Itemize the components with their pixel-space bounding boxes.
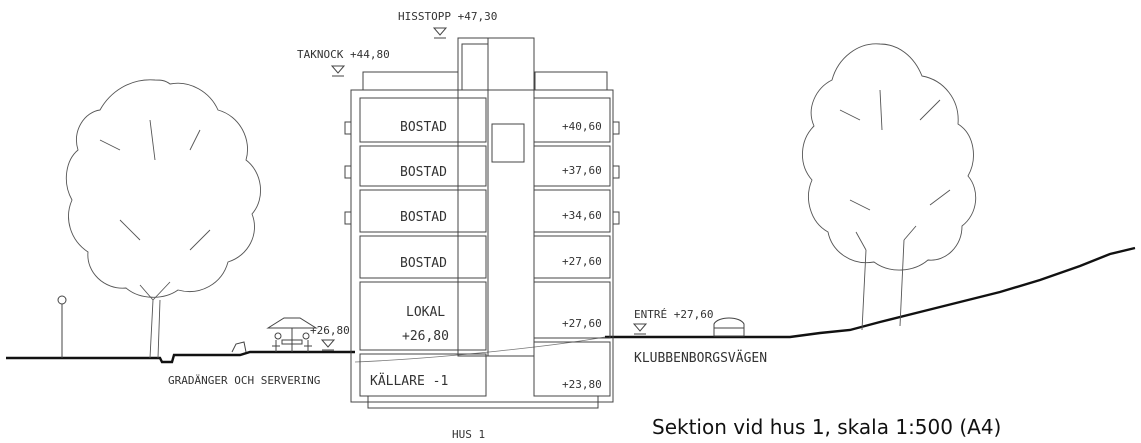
right-level-1: +40,60	[562, 120, 602, 133]
car-icon	[713, 317, 745, 337]
tree-right-icon	[802, 43, 977, 331]
terrain-profile	[354, 336, 606, 363]
level-marker-taknock-icon	[330, 65, 346, 77]
umbrella-seating-icon	[266, 317, 318, 352]
lamp-post-icon	[57, 295, 67, 358]
right-level-4: +27,60	[562, 255, 602, 268]
level-marker-hisstopp-icon	[432, 27, 448, 39]
label-gradanger: GRADÄNGER OCH SERVERING	[168, 374, 320, 387]
room-label-lokal-level: +26,80	[402, 329, 449, 344]
room-label-bostad-1: BOSTAD	[400, 120, 447, 135]
right-level-6: +23,80	[562, 378, 602, 391]
building-hus-1	[344, 37, 620, 409]
right-level-2: +37,60	[562, 164, 602, 177]
tree-left-icon	[65, 79, 261, 359]
ground-line	[6, 350, 355, 364]
ground-line-right	[605, 246, 1136, 339]
step-structure	[231, 341, 247, 353]
level-label-hisstopp: HISSTOPP +47,30	[398, 10, 497, 23]
level-label-entre: ENTRÉ +27,60	[634, 308, 713, 321]
right-level-3: +34,60	[562, 209, 602, 222]
room-label-lokal: LOKAL	[406, 305, 445, 320]
room-label-bostad-3: BOSTAD	[400, 210, 447, 225]
label-building: HUS 1	[452, 428, 485, 441]
room-label-bostad-4: BOSTAD	[400, 256, 447, 271]
level-label-plaza: +26,80	[310, 324, 350, 337]
room-label-bostad-2: BOSTAD	[400, 165, 447, 180]
level-label-taknock: TAKNOCK +44,80	[297, 48, 390, 61]
level-marker-plaza-icon	[320, 339, 336, 351]
room-label-kallare: KÄLLARE -1	[370, 373, 448, 389]
right-level-5: +27,60	[562, 317, 602, 330]
drawing-caption: Sektion vid hus 1, skala 1:500 (A4)	[652, 415, 1001, 439]
level-marker-entre-icon	[632, 323, 648, 335]
label-road: KLUBBENBORGSVÄGEN	[634, 350, 767, 366]
